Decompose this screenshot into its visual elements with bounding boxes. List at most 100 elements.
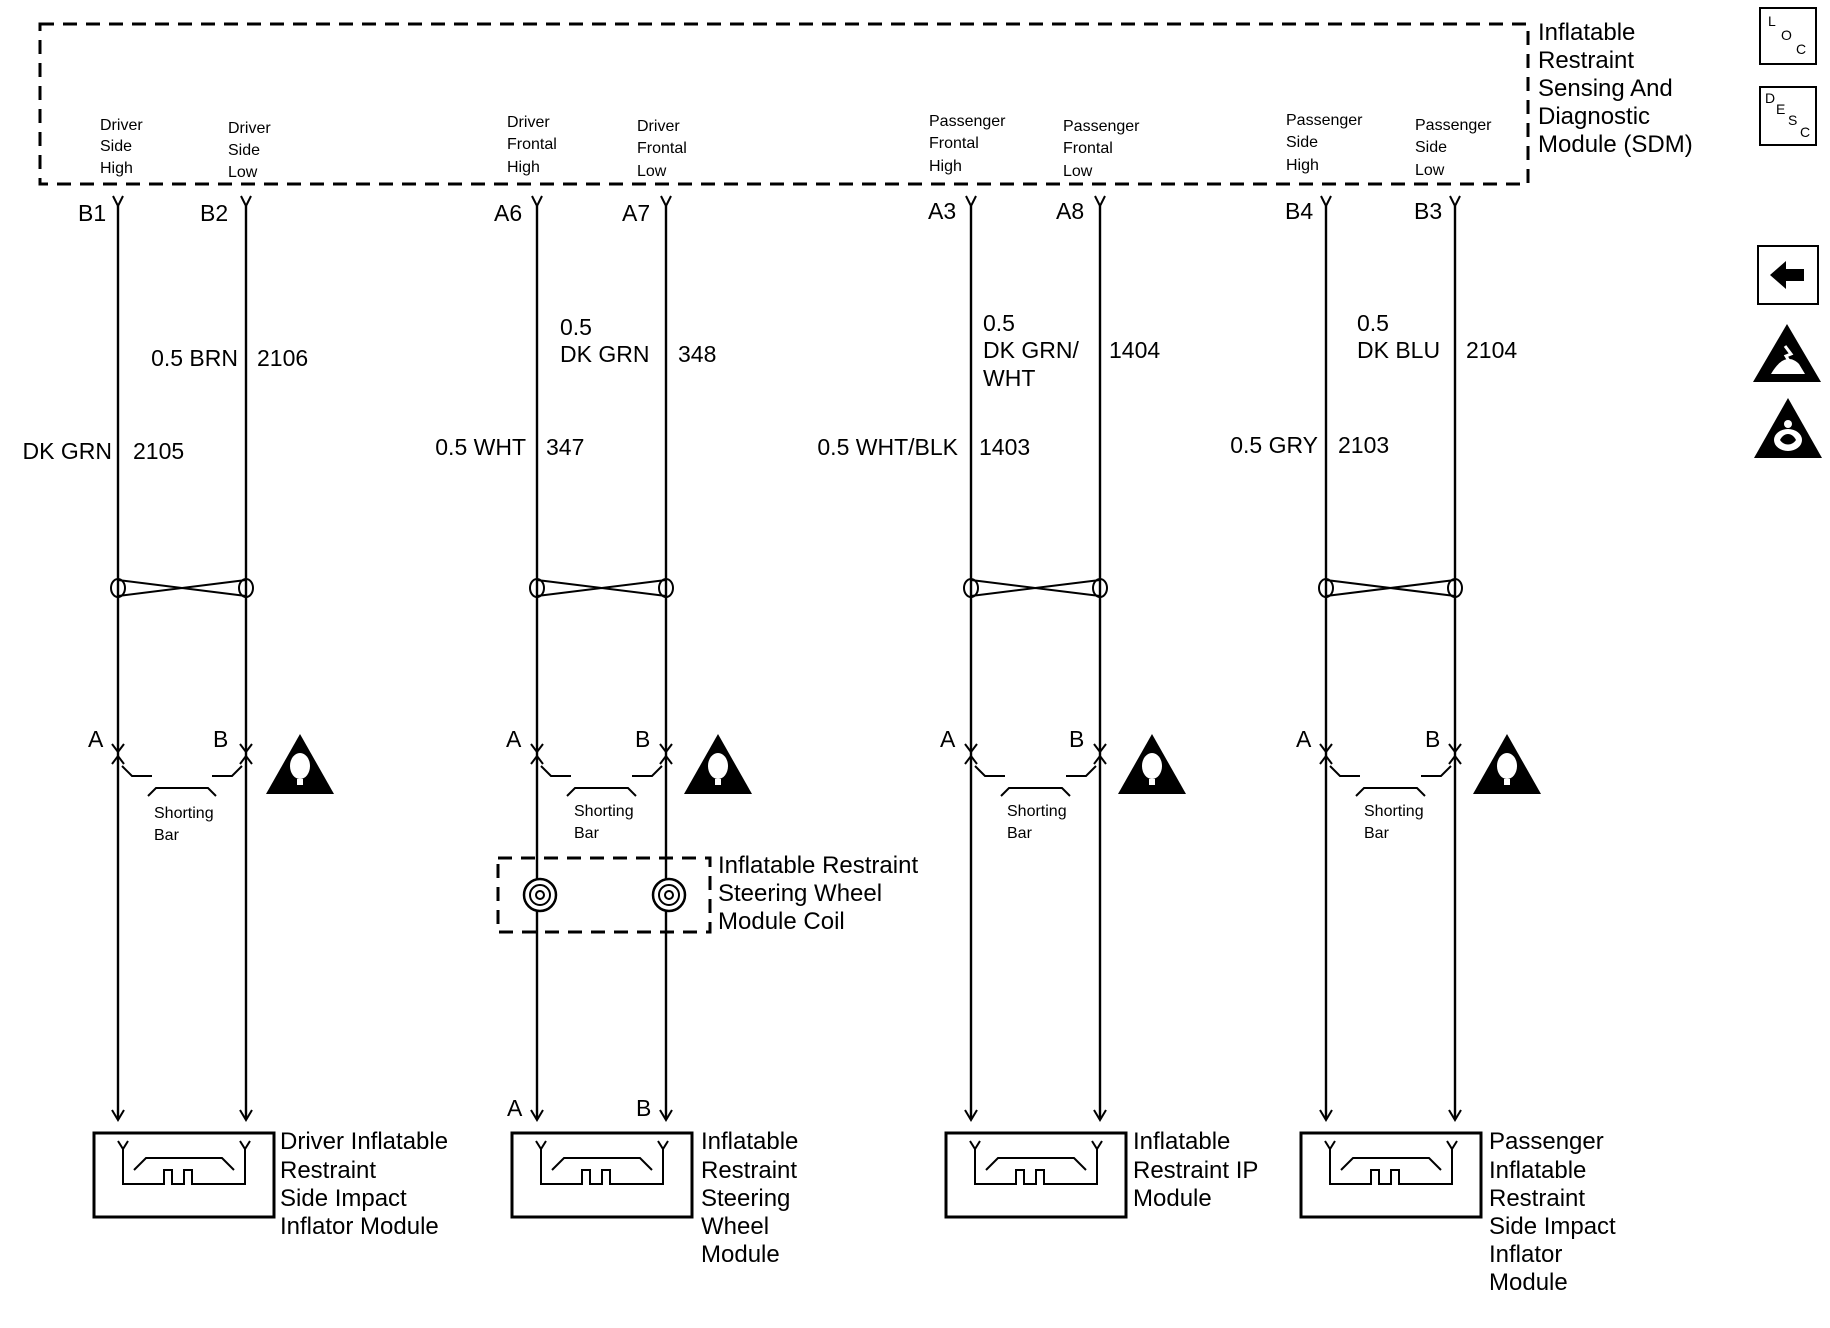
wire-color-1404-2: DK GRN/ [983, 337, 1079, 363]
loc-letter-c: C [1796, 41, 1807, 57]
pin-func-a8-1: Passenger [1063, 118, 1140, 135]
conn1-pin-b: B [213, 726, 228, 752]
pin-id-b4: B4 [1285, 198, 1313, 224]
pin-func-b3-1: Passenger [1415, 117, 1492, 134]
module1-label-2: Restraint [280, 1157, 376, 1184]
sdm-pin-fork-3-high [965, 195, 977, 209]
esd-warning-icon[interactable] [1753, 324, 1821, 382]
sdm-pin-fork-2-low [660, 195, 672, 209]
squib-1 [122, 1149, 246, 1185]
twist-loop-1-high [110, 578, 126, 598]
module3-label-1: Inflatable [1133, 1128, 1230, 1155]
pin-func-b3-2: Side [1415, 139, 1447, 156]
circuits [92, 195, 1483, 1219]
airbag-warning-icon[interactable] [1754, 398, 1822, 458]
sdm-pin-fork-2-high [531, 195, 543, 209]
pin-func-b1-3: High [100, 160, 133, 177]
sdm-label-3: Sensing And [1538, 75, 1673, 102]
shorting-contact-2-high [540, 765, 571, 777]
module-labels: Driver Inflatable Restraint Side Impact … [280, 1128, 1616, 1296]
coil-outline [496, 856, 712, 934]
back-button[interactable] [1757, 245, 1819, 305]
warning-icon[interactable] [684, 734, 752, 794]
pin-func-b2-2: Side [228, 142, 260, 159]
conn2-pin-b: B [635, 726, 650, 752]
pin-func-a6-1: Driver [507, 114, 550, 131]
module1-label-1: Driver Inflatable [280, 1128, 448, 1155]
description-button[interactable]: D E S C [1759, 86, 1817, 146]
module-arrow-2-low [659, 1109, 673, 1122]
module4-label-4: Side Impact [1489, 1213, 1616, 1240]
pin-func-a3-1: Passenger [929, 113, 1006, 130]
sdm-pin-functions: Driver Side High Driver Side Low Driver … [100, 112, 1492, 181]
loc-letter-l: L [1768, 13, 1776, 29]
pin-id-a7: A7 [622, 200, 650, 226]
shorting-bar-3 [1000, 787, 1071, 797]
connector-fork-4-low [1448, 754, 1462, 765]
wire-labels: DK GRN 2105 0.5 BRN 2106 0.5 WHT 347 0.5… [23, 310, 1518, 464]
module-arrow-4-high [1319, 1109, 1333, 1122]
conn1-pin-a: A [88, 726, 104, 752]
pin-func-b4-1: Passenger [1286, 112, 1363, 129]
shorting-bar-labels: Shorting Bar Shorting Bar Shorting Bar S… [154, 803, 1424, 844]
pin-func-b2-1: Driver [228, 120, 271, 137]
module-terminals-3 [969, 1140, 1103, 1151]
module2-pin-b: B [636, 1095, 651, 1121]
sdm-pin-fork-3-low [1094, 195, 1106, 209]
module4-label-1: Passenger [1489, 1128, 1604, 1155]
pin-func-b4-2: Side [1286, 134, 1318, 151]
twist-loop-2-low [658, 578, 674, 598]
module-arrow-3-low [1093, 1109, 1107, 1122]
module-arrow-1-low [239, 1109, 253, 1122]
pin-func-a8-2: Frontal [1063, 140, 1113, 157]
wire-circuit-2105: 2105 [133, 438, 184, 464]
warning-icon[interactable] [266, 734, 334, 794]
sdm-label-5: Module (SDM) [1538, 131, 1693, 158]
conn3-pin-a: A [940, 726, 956, 752]
connector-arrow-2-low [659, 743, 673, 754]
module2-label-2: Restraint [701, 1157, 797, 1184]
wire-color-1404-1: 0.5 [983, 310, 1015, 336]
shorting-bar-1 [147, 787, 217, 797]
connector-arrow-3-high [964, 743, 978, 754]
sdm-pin-fork-1-low [240, 195, 252, 209]
module-terminals-2 [535, 1140, 669, 1151]
connector-arrow-1-high [111, 743, 125, 754]
wire-circuit-2103: 2103 [1338, 432, 1389, 458]
module4-label-3: Restraint [1489, 1185, 1585, 1212]
shorting-bar-3-l1: Shorting [1007, 803, 1067, 820]
squib-cap-2 [551, 1157, 653, 1171]
shorting-bar-2-l2: Bar [574, 825, 600, 842]
pin-func-a6-3: High [507, 159, 540, 176]
module-terminals-1 [117, 1140, 251, 1151]
pin-id-b1: B1 [78, 200, 106, 226]
pin-id-b2: B2 [200, 200, 228, 226]
coil-label-1: Inflatable Restraint [718, 852, 918, 879]
wire-color-2106: 0.5 BRN [151, 345, 238, 371]
coil-label-3: Module Coil [718, 908, 845, 935]
shorting-bar-1-l1: Shorting [154, 805, 214, 822]
shorting-bar-2 [566, 787, 637, 797]
connector-arrow-4-low [1448, 743, 1462, 754]
pin-func-a7-1: Driver [637, 118, 680, 135]
sdm-module: Inflatable Restraint Sensing And Diagnos… [38, 19, 1693, 186]
desc-letter-c: C [1800, 124, 1811, 140]
connector-fork-3-high [964, 754, 978, 765]
pin-func-a7-2: Frontal [637, 140, 687, 157]
module-terminals-4 [1324, 1140, 1458, 1151]
sdm-label-4: Diagnostic [1538, 103, 1650, 130]
warning-icon[interactable] [1118, 734, 1186, 794]
pin-func-a7-3: Low [637, 163, 667, 180]
warning-icon[interactable] [1473, 734, 1541, 794]
pin-func-b3-3: Low [1415, 162, 1445, 179]
pin-func-a3-3: High [929, 158, 962, 175]
location-button[interactable]: L O C [1759, 7, 1817, 65]
module4-label-6: Module [1489, 1269, 1568, 1296]
module2-label-5: Module [701, 1241, 780, 1268]
shorting-bar-4-l2: Bar [1364, 825, 1390, 842]
twist-loop-4-high [1318, 578, 1334, 598]
twisted-pair-3 [970, 579, 1101, 597]
module-arrow-1-high [111, 1109, 125, 1122]
module2-pin-a: A [507, 1095, 523, 1121]
connector-arrow-3-low [1093, 743, 1107, 754]
